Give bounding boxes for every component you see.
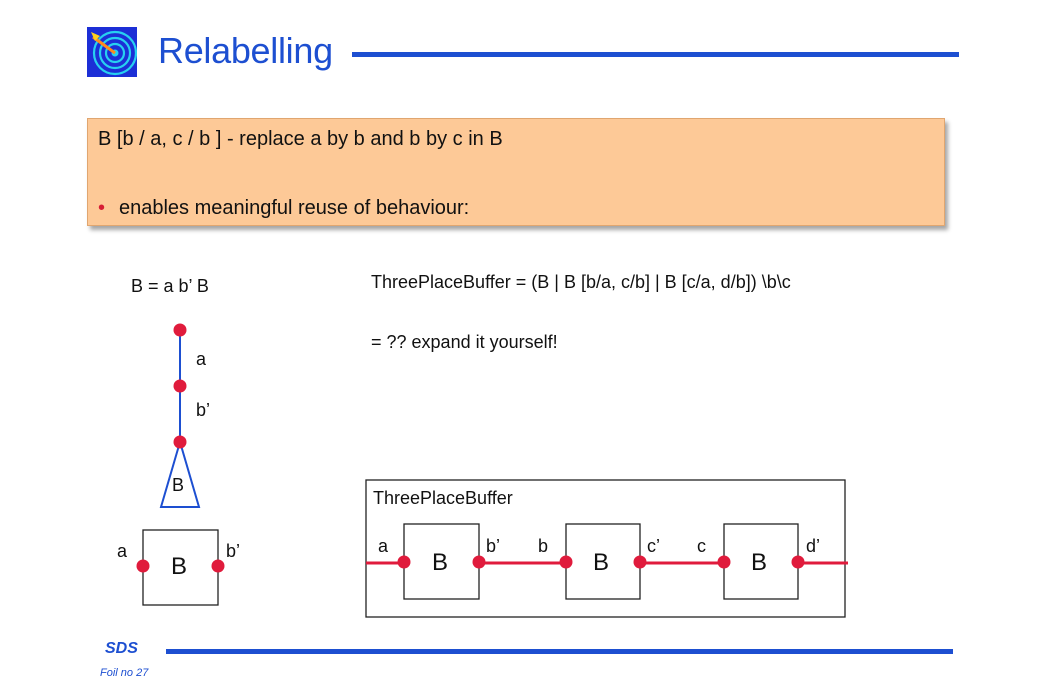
buffer-label-d-prime: d’ xyxy=(806,536,820,556)
callout-box: B [b / a, c / b ] - replace a by b and b… xyxy=(87,118,945,226)
tree-node-root xyxy=(173,323,187,337)
buffer-cell-2-label: B xyxy=(593,549,609,576)
buffer-port-b-prime xyxy=(472,555,486,569)
equation-line-1: ThreePlaceBuffer = (B | B [b/a, c/b] | B… xyxy=(371,272,791,292)
process-box xyxy=(142,529,219,606)
single-process-diagram: B a b’ xyxy=(117,529,240,606)
buffer-label-c-prime: c’ xyxy=(647,536,660,556)
buffer-title: ThreePlaceBuffer xyxy=(373,488,513,508)
tree-edge-label-a: a xyxy=(196,349,207,369)
callout-bullet-text: enables meaningful reuse of behaviour: xyxy=(119,197,470,219)
buffer-port-b xyxy=(559,555,573,569)
tree-edge-label-b-prime: b’ xyxy=(196,400,210,420)
buffer-label-a: a xyxy=(378,536,389,556)
process-box-label: B xyxy=(171,553,187,580)
buffer-port-d-prime xyxy=(791,555,805,569)
target-logo-graphic xyxy=(87,27,138,77)
tree-node-bottom xyxy=(173,435,187,449)
buffer-label-b-prime: b’ xyxy=(486,536,500,556)
page-title: Relabelling xyxy=(158,30,333,71)
buffer-cell-2 xyxy=(565,523,641,600)
buffer-port-c xyxy=(717,555,731,569)
process-definition: B = a b’ B xyxy=(131,276,209,296)
footer-brand: SDS xyxy=(105,640,138,657)
title-rule xyxy=(352,52,959,57)
buffer-label-b: b xyxy=(538,536,548,556)
footer-foil-number: Foil no 27 xyxy=(100,667,149,679)
buffer-cell-3-label: B xyxy=(751,549,767,576)
port-b-prime xyxy=(211,559,225,573)
tree-node-middle xyxy=(173,379,187,393)
subtree-triangle xyxy=(159,438,201,508)
buffer-port-c-prime xyxy=(633,555,647,569)
buffer-label-c: c xyxy=(697,536,706,556)
port-b-prime-label: b’ xyxy=(226,541,240,561)
port-a-label: a xyxy=(117,541,128,561)
three-place-buffer-diagram: ThreePlaceBuffer B B B a b’ b c’ c d’ xyxy=(365,479,848,618)
buffer-cell-1-label: B xyxy=(432,549,448,576)
subtree-label: B xyxy=(172,475,184,495)
callout-definition-text: B [b / a, c / b ] - replace a by b and b… xyxy=(98,128,503,150)
bullet-marker: • xyxy=(98,197,106,219)
footer-rule xyxy=(166,649,953,654)
buffer-cell-3 xyxy=(723,523,799,600)
equation-line-2: = ?? expand it yourself! xyxy=(371,332,558,352)
lts-tree: a b’ B xyxy=(159,323,210,508)
buffer-port-a xyxy=(397,555,411,569)
port-a xyxy=(136,559,150,573)
target-logo-icon xyxy=(87,27,138,77)
